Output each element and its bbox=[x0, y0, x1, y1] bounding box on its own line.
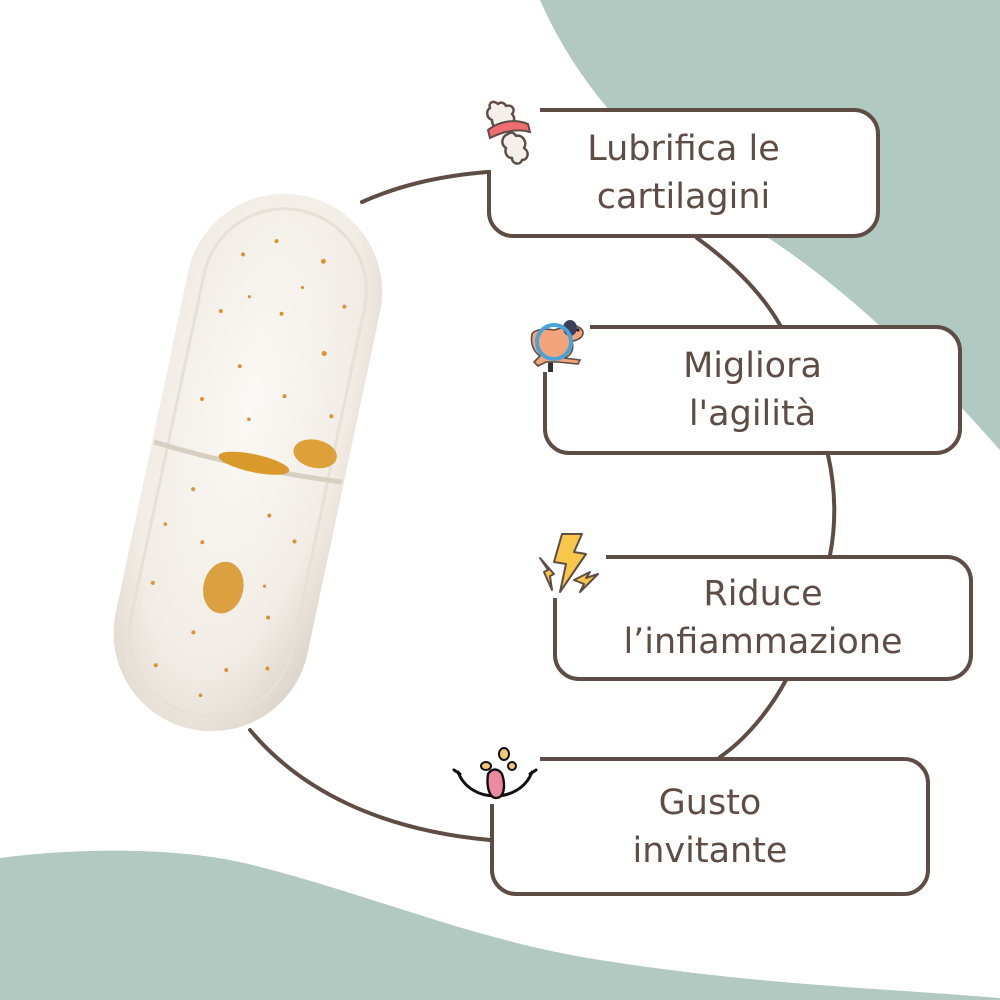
benefit-label-line1: Gusto bbox=[658, 782, 762, 823]
tongue-smile-icon bbox=[450, 744, 540, 804]
bottom-teal-wave bbox=[0, 850, 1000, 1000]
benefit-box-inflammation: Riduce l’infiammazione bbox=[553, 555, 973, 681]
benefit-box-cartilage: Lubrifica le cartilagini bbox=[487, 108, 880, 238]
dog-jumping-hoop-icon bbox=[524, 316, 590, 372]
lightning-icon bbox=[536, 530, 606, 598]
benefit-label-line2: l'agilità bbox=[688, 394, 817, 434]
benefit-label-line1: Lubrifica le bbox=[587, 129, 780, 169]
benefit-box-taste: Gusto invitante bbox=[490, 757, 930, 896]
benefit-label-line2: cartilagini bbox=[596, 177, 771, 217]
tablet-pill-image bbox=[113, 193, 383, 732]
benefit-box-agility: Migliora l'agilità bbox=[543, 325, 962, 455]
connector-arc bbox=[248, 170, 837, 842]
benefit-label-line2: invitante bbox=[632, 830, 788, 871]
joint-icon bbox=[478, 96, 540, 170]
benefit-label-line2: l’infiammazione bbox=[623, 622, 903, 662]
benefit-label-line1: Migliora bbox=[683, 346, 822, 386]
benefit-label-line1: Riduce bbox=[703, 574, 823, 614]
